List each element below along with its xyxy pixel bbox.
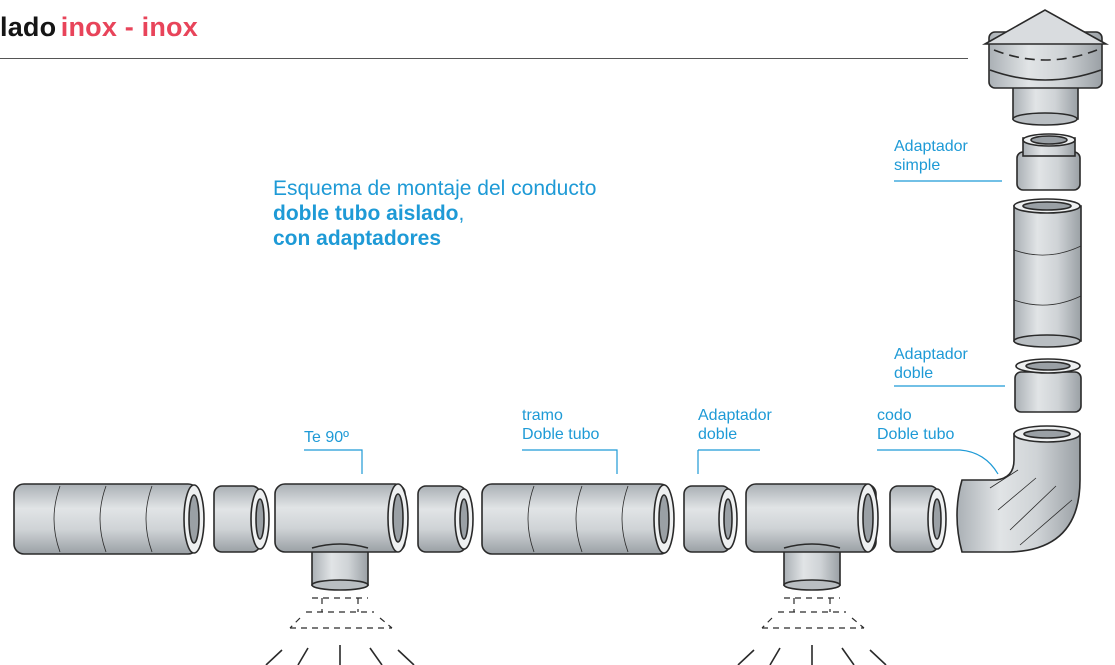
- insertion-guide: [289, 597, 393, 629]
- label-line: simple: [894, 157, 941, 174]
- leader-tramo: [522, 449, 618, 474]
- label-line: Adaptador: [698, 407, 772, 424]
- pipe-assembly: [13, 9, 1110, 665]
- label-line: Doble tubo: [877, 426, 955, 443]
- label-adaptador-doble-horizontal: Adaptador doble: [698, 406, 772, 444]
- label-adaptador-doble-vertical: Adaptador doble: [894, 345, 968, 383]
- header-title-dark: lado: [0, 12, 57, 42]
- adaptador-simple-icon: [1016, 133, 1081, 191]
- label-line: Adaptador: [894, 346, 968, 363]
- label-adaptador-simple: Adaptador simple: [894, 137, 968, 175]
- insertion-guide: [761, 597, 865, 629]
- leader-codo: [877, 449, 999, 475]
- caption-comma: ,: [458, 202, 465, 225]
- vertical-tramo-icon: [1013, 198, 1082, 348]
- label-te: Te 90º: [304, 429, 349, 446]
- codo-icon: [956, 425, 1081, 553]
- label-line: doble: [894, 365, 934, 382]
- label-line: Adaptador: [894, 138, 968, 155]
- diagram-caption: Esquema de montaje del conducto doble tu…: [273, 176, 596, 251]
- caption-line-1: Esquema de montaje del conducto: [273, 177, 597, 200]
- leader-adaptador-doble-horizontal: [697, 449, 760, 474]
- adaptador-doble-4-icon: [889, 485, 947, 553]
- adaptador-doble-2-icon: [417, 485, 474, 553]
- label-line: doble: [698, 426, 738, 443]
- header-rule: [0, 58, 968, 59]
- caption-bold-1: doble tubo aislado: [273, 202, 459, 225]
- label-line: Doble tubo: [522, 426, 600, 443]
- caption-line-3: con adaptadores: [273, 227, 442, 250]
- te-90-left-icon: [265, 483, 415, 665]
- leader-te: [304, 449, 363, 474]
- adaptador-doble-3-icon: [683, 485, 738, 553]
- label-line: codo: [877, 407, 912, 424]
- te-90-right-icon: [737, 483, 887, 665]
- adaptador-doble-vertical-icon: [1014, 358, 1082, 413]
- label-line: tramo: [522, 407, 563, 424]
- header: lado inox - inox: [0, 12, 198, 52]
- adaptador-doble-1-icon: [213, 485, 270, 553]
- label-tramo: tramo Doble tubo: [522, 406, 599, 444]
- label-codo: codo Doble tubo: [877, 406, 954, 444]
- tramo-middle-icon: [481, 483, 675, 555]
- leader-lines: [304, 180, 1005, 475]
- tramo-left-icon: [13, 483, 205, 555]
- header-title-red: inox - inox: [60, 12, 198, 42]
- chimney-cap-icon: [981, 9, 1110, 126]
- caption-line-2: doble tubo aislado,: [273, 201, 596, 226]
